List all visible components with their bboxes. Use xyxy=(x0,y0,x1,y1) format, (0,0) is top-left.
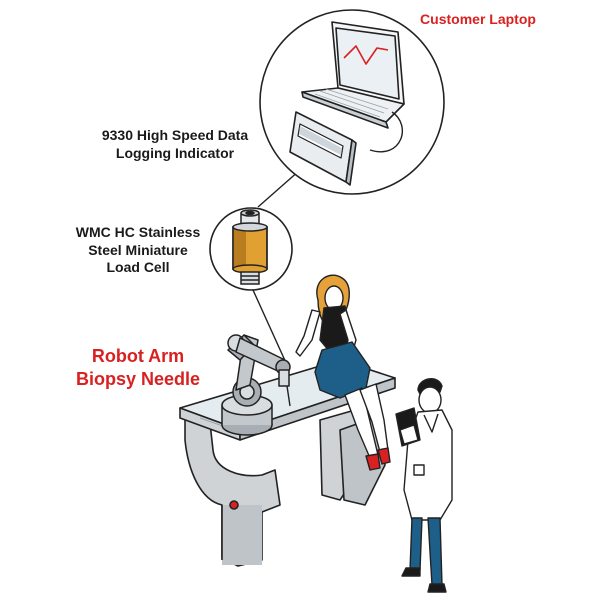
biopsy-needle xyxy=(286,385,291,407)
patient-shoe xyxy=(365,453,381,471)
load-cell-label: WMC HC Stainless Steel Miniature Load Ce… xyxy=(58,224,218,277)
connector-laptop-loadcell xyxy=(257,169,301,208)
customer-laptop-label: Customer Laptop xyxy=(420,11,536,27)
table-bolt-icon xyxy=(229,500,239,510)
robot-arm-label-line-1: Robot Arm xyxy=(91,346,185,366)
laptop-callout xyxy=(259,9,445,195)
robot-arm xyxy=(221,334,291,436)
data-logger-label: 9330 High Speed Data Logging Indicator xyxy=(82,127,268,162)
load-cell-icon xyxy=(232,209,268,285)
load-cell-callout xyxy=(209,207,293,291)
robot-arm-label-line-2: Biopsy Needle xyxy=(75,368,201,389)
laptop-cable xyxy=(369,111,403,153)
data-logger-label-line-2: Logging Indicator xyxy=(115,144,235,161)
patient-figure xyxy=(295,274,391,471)
load-cell-label-line-1: WMC HC Stainless xyxy=(75,224,201,240)
robot-arm-label: Robot Arm Biopsy Needle xyxy=(58,345,218,390)
data-logger-icon xyxy=(289,111,357,186)
load-cell-label-line-2: Steel Miniature xyxy=(88,241,188,258)
doctor-figure xyxy=(395,378,453,593)
load-cell-label-line-3: Load Cell xyxy=(106,259,170,275)
data-logger-label-line-1: 9330 High Speed Data xyxy=(101,127,249,143)
laptop-icon xyxy=(301,21,405,129)
callout-connectors xyxy=(252,169,301,366)
connector-loadcell-needle xyxy=(252,289,288,366)
